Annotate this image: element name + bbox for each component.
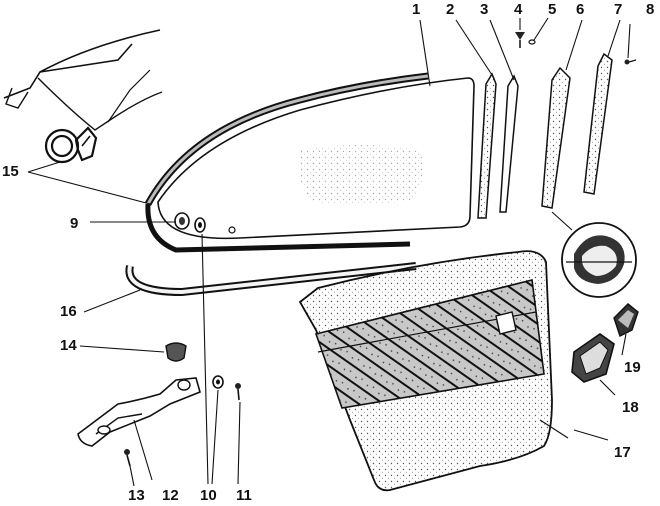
screw-13-icon (124, 449, 131, 467)
grommet-9-icon (174, 212, 190, 230)
window-channel-6 (541, 66, 571, 209)
car-body-inset (3, 29, 163, 131)
callout-2: 2 (446, 1, 454, 18)
callout-7: 7 (614, 1, 622, 18)
washer-10-icon (194, 217, 206, 233)
handle-escutcheon (613, 303, 639, 337)
leader-lines (27, 17, 631, 487)
handle-bezel (571, 333, 615, 383)
callout-14: 14 (60, 337, 77, 354)
callout-10: 10 (200, 487, 217, 504)
quarter-glass (157, 77, 475, 240)
clip-14-icon (165, 342, 187, 362)
callout-5: 5 (548, 1, 556, 18)
callout-19: 19 (624, 359, 641, 376)
callout-4: 4 (514, 1, 523, 18)
screw-4-icon (515, 32, 525, 48)
callout-9: 9 (70, 215, 78, 232)
lower-chrome-strip (125, 262, 417, 297)
callout-1: 1 (412, 1, 420, 18)
callout-11: 11 (236, 487, 252, 504)
window-channel-7 (583, 52, 613, 195)
callout-13: 13 (128, 487, 145, 504)
washer-10b-icon (212, 375, 224, 389)
callout-12: 12 (162, 487, 179, 504)
callout-16: 16 (60, 303, 77, 320)
callout-6: 6 (576, 1, 584, 18)
bracket-12 (77, 377, 201, 447)
callout-17: 17 (614, 444, 631, 461)
window-channel-3 (499, 74, 519, 213)
window-channel-2 (477, 72, 497, 219)
washer-5-icon (528, 39, 536, 45)
callout-8: 8 (646, 1, 654, 18)
screw-8-icon (624, 59, 637, 65)
callout-15: 15 (2, 163, 19, 180)
glass-weatherstrip (144, 72, 429, 253)
callout-18: 18 (622, 399, 639, 416)
door-trim-panel (298, 250, 553, 492)
screw-11-icon (235, 383, 241, 401)
callout-3: 3 (480, 1, 488, 18)
seal-profile-icon (44, 126, 98, 164)
channel-section-detail (551, 211, 637, 298)
